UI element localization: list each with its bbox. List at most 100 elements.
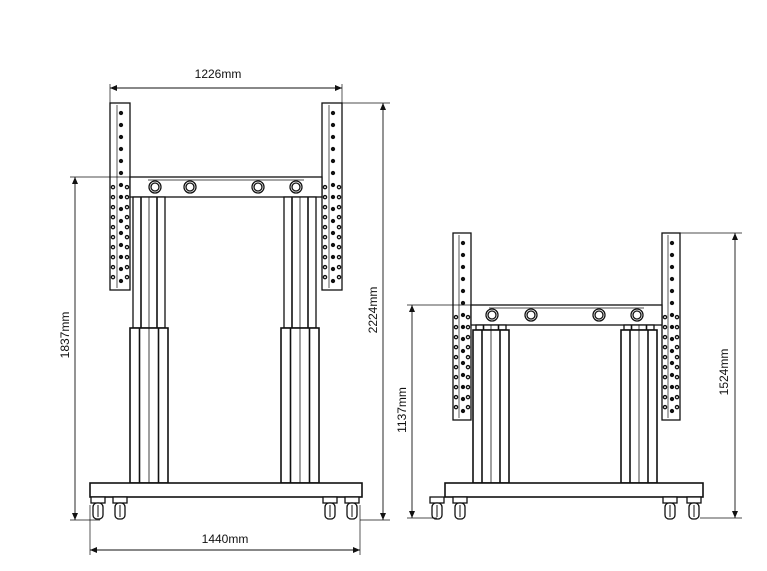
- crossbar-knob-inner: [594, 310, 604, 320]
- dim-label-height-lowered-bracket: 1137mm: [395, 387, 409, 433]
- caster-mount: [452, 496, 468, 504]
- bracket-slot: [465, 384, 471, 390]
- crossbar-knob-inner: [253, 182, 263, 192]
- bracket-slot: [465, 394, 471, 400]
- dim-label-width-top: 1226mm: [195, 67, 242, 81]
- bracket-slot: [465, 364, 471, 370]
- base-frame: [89, 482, 363, 498]
- bracket-slot: [674, 404, 680, 410]
- bracket-hole: [460, 252, 466, 258]
- bracket-slot: [322, 244, 328, 250]
- bracket-slot: [674, 394, 680, 400]
- bracket-slot: [465, 314, 471, 320]
- bracket-slot: [453, 334, 459, 340]
- bracket-slot: [336, 234, 342, 240]
- bracket-slot: [662, 324, 668, 330]
- bracket-slot: [124, 224, 130, 230]
- bracket-slot: [110, 194, 116, 200]
- bracket-hole: [330, 254, 336, 260]
- bracket-slot: [453, 384, 459, 390]
- bracket-slot: [110, 224, 116, 230]
- bracket-hole: [669, 324, 675, 330]
- bracket-hole: [118, 182, 124, 188]
- bracket-slot: [110, 264, 116, 270]
- bracket-slot: [124, 234, 130, 240]
- bracket-hole: [118, 254, 124, 260]
- bracket-hole: [669, 276, 675, 282]
- bracket-slot: [674, 354, 680, 360]
- bracket-slot: [674, 324, 680, 330]
- bracket-slot: [662, 364, 668, 370]
- bracket-slot: [110, 214, 116, 220]
- bracket-slot: [336, 204, 342, 210]
- crossbar-knob-inner: [526, 310, 536, 320]
- bracket-slot: [453, 364, 459, 370]
- bracket-hole: [118, 194, 124, 200]
- bracket-slot: [110, 204, 116, 210]
- crossbar: [470, 304, 663, 326]
- bracket-hole: [118, 218, 124, 224]
- bracket-slot: [124, 204, 130, 210]
- bracket-hole: [118, 242, 124, 248]
- bracket-hole: [460, 276, 466, 282]
- bracket-slot: [124, 264, 130, 270]
- bracket-hole: [330, 242, 336, 248]
- stand-raised-view: [89, 102, 363, 520]
- bracket-slot: [662, 394, 668, 400]
- bracket-hole: [669, 336, 675, 342]
- stand-lowered-view: [429, 232, 704, 520]
- bracket-hole: [460, 264, 466, 270]
- bracket-slot: [110, 244, 116, 250]
- bracket-hole: [330, 122, 336, 128]
- bracket-hole: [460, 360, 466, 366]
- bracket-slot: [336, 184, 342, 190]
- crossbar-knob-inner: [487, 310, 497, 320]
- bracket-slot: [453, 344, 459, 350]
- bracket-hole: [460, 288, 466, 294]
- bracket-slot: [322, 214, 328, 220]
- bracket-slot: [465, 374, 471, 380]
- crossbar: [129, 176, 323, 198]
- bracket-hole: [669, 252, 675, 258]
- bracket-slot: [124, 184, 130, 190]
- bracket-slot: [674, 384, 680, 390]
- bracket-slot: [674, 344, 680, 350]
- bracket-slot: [674, 374, 680, 380]
- bracket-hole: [330, 230, 336, 236]
- crossbar-knob-inner: [632, 310, 642, 320]
- bracket-slot: [662, 404, 668, 410]
- bracket-slot: [465, 334, 471, 340]
- bracket-slot: [662, 354, 668, 360]
- bracket-slot: [322, 254, 328, 260]
- dim-label-height-raised-total: 2224mm: [366, 287, 380, 334]
- bracket-hole: [669, 372, 675, 378]
- bracket-slot: [322, 234, 328, 240]
- caster-mount: [112, 496, 128, 504]
- bracket-slot: [674, 334, 680, 340]
- bracket-slot: [322, 204, 328, 210]
- bracket-slot: [662, 314, 668, 320]
- bracket-slot: [453, 324, 459, 330]
- bracket-slot: [124, 244, 130, 250]
- bracket-hole: [669, 408, 675, 414]
- bracket-hole: [118, 158, 124, 164]
- crossbar-knob-inner: [291, 182, 301, 192]
- caster-mount: [344, 496, 360, 504]
- bracket-hole: [118, 278, 124, 284]
- bracket-slot: [674, 314, 680, 320]
- bracket-slot: [336, 264, 342, 270]
- bracket-hole: [330, 134, 336, 140]
- bracket-hole: [669, 240, 675, 246]
- bracket-hole: [460, 324, 466, 330]
- caster-mount: [322, 496, 338, 504]
- bracket-slot: [124, 254, 130, 260]
- bracket-hole: [118, 134, 124, 140]
- bracket-slot: [453, 404, 459, 410]
- bracket-slot: [465, 404, 471, 410]
- bracket-hole: [330, 170, 336, 176]
- bracket-slot: [662, 384, 668, 390]
- bracket-slot: [336, 214, 342, 220]
- bracket-hole: [460, 372, 466, 378]
- bracket-slot: [453, 354, 459, 360]
